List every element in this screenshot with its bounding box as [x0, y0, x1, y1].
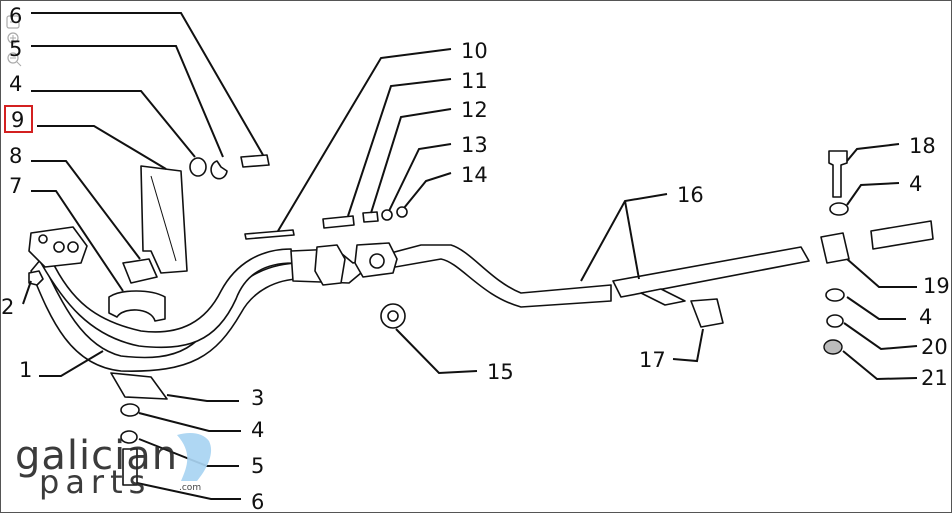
callout-11[interactable]: 11 — [461, 69, 488, 93]
clamp-19 — [820, 232, 850, 264]
callout-4-top[interactable]: 4 — [9, 72, 22, 96]
selected-callout-highlight — [4, 105, 33, 133]
callout-4-bot[interactable]: 4 — [251, 418, 264, 442]
parts-drawing — [28, 150, 934, 486]
callout-7[interactable]: 7 — [9, 174, 22, 198]
washer-4-r1 — [829, 202, 849, 216]
spring-12 — [362, 211, 379, 223]
callout-9[interactable]: 9 — [11, 108, 24, 132]
callout-14[interactable]: 14 — [461, 163, 488, 187]
bracket-8 — [122, 258, 158, 284]
watermark-line1: galician — [15, 433, 178, 479]
watermark-line2: parts — [39, 463, 151, 501]
callout-16[interactable]: 16 — [677, 183, 704, 207]
bolt-10 — [244, 229, 295, 240]
callout-6-top[interactable]: 6 — [9, 4, 22, 28]
pipe-flange — [314, 244, 346, 286]
bracket-3 — [110, 372, 168, 400]
leader-lines — [22, 12, 918, 500]
watermark-accent-shape — [177, 433, 212, 481]
washer-4-top — [189, 157, 207, 177]
callout-5-top[interactable]: 5 — [9, 37, 22, 61]
rear-pipe — [612, 246, 810, 298]
callout-21[interactable]: 21 — [921, 366, 948, 390]
lock-washer-5-bot — [120, 430, 138, 444]
nut-14 — [396, 206, 408, 218]
callout-2[interactable]: 2 — [1, 295, 14, 319]
zoom-reset-icon[interactable] — [6, 15, 20, 29]
galicianparts-watermark: galician parts .com — [15, 433, 212, 501]
nut-21 — [823, 339, 843, 355]
watermark-suffix: .com — [179, 483, 201, 493]
clamp-7 — [108, 290, 166, 322]
bolt-18 — [828, 150, 848, 198]
hanger-bracket — [640, 288, 686, 306]
tail-sleeve — [870, 220, 934, 250]
lock-washer-5-top — [210, 160, 228, 180]
callout-5-bot[interactable]: 5 — [251, 454, 264, 478]
front-pipe — [30, 258, 302, 372]
callout-3[interactable]: 3 — [251, 386, 264, 410]
callout-10[interactable]: 10 — [461, 39, 488, 63]
callout-19[interactable]: 19 — [923, 274, 950, 298]
washer-13 — [381, 209, 393, 221]
callout-17[interactable]: 17 — [639, 348, 666, 372]
callout-4-r1[interactable]: 4 — [909, 172, 922, 196]
hanger-17 — [690, 298, 724, 328]
zoom-out-icon[interactable] — [7, 52, 22, 67]
lock-washer-20 — [826, 314, 844, 328]
callout-20[interactable]: 20 — [921, 335, 948, 359]
zoom-in-icon[interactable] — [7, 32, 19, 44]
callout-15[interactable]: 15 — [487, 360, 514, 384]
nut-2 — [28, 270, 44, 286]
callout-18[interactable]: 18 — [909, 134, 936, 158]
bolt-6-top — [240, 154, 270, 168]
zoom-controls[interactable] — [6, 15, 22, 67]
callout-1[interactable]: 1 — [19, 358, 32, 382]
bolt-6-bot — [122, 448, 138, 486]
washer-4-r2 — [825, 288, 845, 302]
callout-8[interactable]: 8 — [9, 144, 22, 168]
callout-12[interactable]: 12 — [461, 98, 488, 122]
callout-6-bot[interactable]: 6 — [251, 490, 264, 514]
washer-4-bot — [120, 403, 140, 417]
callout-4-r2[interactable]: 4 — [919, 305, 932, 329]
callout-numbers[interactable]: 6 5 4 9 8 7 2 1 10 11 12 13 14 15 16 17 … — [1, 4, 950, 514]
sleeve-11 — [322, 215, 355, 229]
callout-13[interactable]: 13 — [461, 133, 488, 157]
